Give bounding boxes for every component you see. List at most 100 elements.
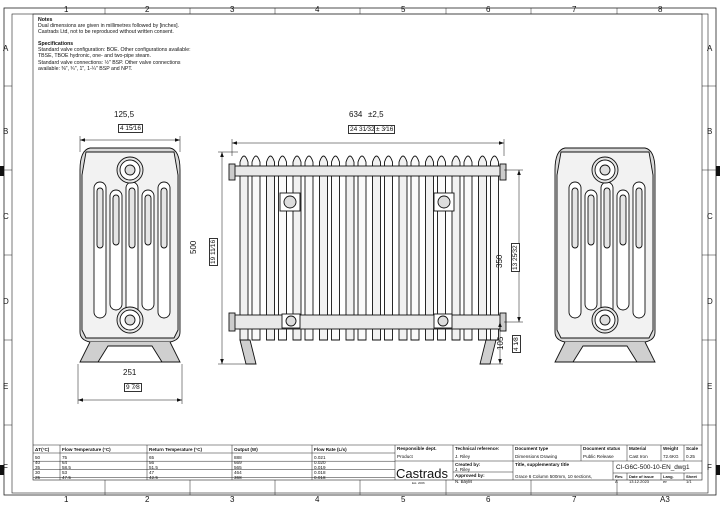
front-section-column [398, 155, 408, 341]
front-section-column [451, 155, 461, 341]
flow-table-cell: 35 [35, 465, 41, 470]
responsible-value: Product [397, 454, 413, 459]
scale-label: Scale [686, 446, 699, 451]
paper-size: A3 [660, 495, 670, 504]
dim-length-in: 24 31⁄32 [348, 125, 377, 134]
flow-table-cell: 565 [234, 465, 242, 470]
flow-table-header: Flow Rate (L/s) [314, 446, 347, 452]
weight-value: 72.6KG [663, 454, 679, 459]
front-section-column [357, 155, 367, 341]
grid-column-label: 7 [572, 5, 577, 14]
notes-heading: Notes [38, 17, 53, 23]
rev-label: Rev. [615, 474, 624, 479]
front-section-column [425, 155, 434, 341]
flow-table-cell: 0.021 [314, 454, 326, 460]
dim-side-depth-in: 4 15⁄16 [118, 124, 143, 133]
dim-floor-in: 4 1⁄8 [512, 335, 521, 353]
front-section-column [490, 155, 499, 341]
column-highlight [619, 194, 627, 246]
castrads-logo: Castrads [396, 466, 449, 481]
responsible-label: Responsible dept. [397, 446, 437, 451]
flow-table-cell: 0.019 [314, 465, 326, 470]
grid-column-label: 1 [64, 5, 69, 14]
grid-row-label: A [3, 44, 9, 53]
flow-table-header: ΔT(°C) [35, 446, 50, 452]
dimension-arrows [78, 138, 521, 402]
flow-table-cell: 50 [35, 454, 41, 460]
centre-mark-left [0, 166, 4, 176]
front-section-column [292, 155, 302, 341]
scale-value: 0.25 [686, 454, 695, 459]
grid-column-label: 7 [572, 495, 577, 504]
doc-status-value: Public Release [583, 454, 614, 459]
front-section-column [372, 155, 381, 341]
flow-table-cell: 669 [234, 459, 242, 465]
dim-foot-width-in: 9 7⁄8 [124, 383, 142, 392]
title-value: Grace 6 Column 500mm, 10 sections, [515, 474, 593, 479]
lang-label: Lang. [663, 474, 674, 479]
flow-table-header: Output (W) [234, 446, 258, 452]
flow-table-cell: 0.018 [314, 470, 326, 476]
front-section-column [239, 155, 249, 341]
flow-table-cell: 30 [35, 470, 41, 476]
dim-centres-in: 13 25⁄32 [511, 243, 520, 272]
column-highlight [635, 187, 643, 249]
drawing-number: CI-G6C-500-10-EN_dwg1 [616, 464, 690, 471]
weight-label: Weight [663, 446, 679, 451]
grid-row-label: A [707, 44, 713, 53]
grid-column-label: 6 [486, 495, 491, 504]
left-side-view [79, 147, 181, 363]
column-highlight [160, 187, 168, 249]
front-section-column [345, 155, 355, 341]
grid-row-label: F [707, 463, 712, 472]
doc-type-value: Dimensions Drawing [515, 454, 558, 459]
grid-column-label: 3 [230, 5, 235, 14]
flow-table-cell: 51.5 [149, 465, 158, 470]
flow-table-cell: 40 [35, 459, 41, 465]
date-label: Date of issue [629, 474, 654, 479]
material-value: Cast Iron [629, 454, 648, 459]
front-section-column [278, 155, 287, 341]
centre-mark-left-low [0, 465, 4, 475]
castrads-logo-sub: Est. 2006 [412, 481, 425, 485]
notes-block: Notes Dual dimensions are given in milli… [38, 17, 191, 72]
column-highlight [571, 187, 579, 249]
column-highlight [128, 187, 136, 249]
grid-column-label: 5 [401, 5, 406, 14]
flow-table-cell: 64 [62, 459, 68, 465]
grid-row-label: E [707, 382, 713, 391]
notes-line: Castrads Ltd, not to be reproduced witho… [38, 29, 174, 36]
flow-table-cell: 75 [62, 454, 68, 460]
flow-table-cell: 47 [149, 470, 155, 476]
approved-label: Approved by: [455, 473, 485, 478]
created-label: Created by: [455, 462, 481, 467]
grid-column-label: 4 [315, 495, 320, 504]
flow-table-cell: 56 [149, 459, 155, 465]
centre-mark-right-low [716, 465, 720, 475]
grid-row-label: C [3, 212, 9, 221]
spec-line: TBSE, TBOE hydronic, one- and two-pipe s… [38, 53, 151, 60]
column-highlight [112, 194, 120, 246]
dim-length-tol-mm: ±2,5 [368, 110, 384, 119]
doc-status-label: Document status [583, 446, 621, 451]
grid-column-label: 8 [658, 5, 663, 14]
flow-table-cell: 42.5 [149, 475, 158, 481]
grid-row-label: C [707, 212, 713, 221]
spec-line: available: ⅜", ¾", 1", 1-¼" BSP and NPT. [38, 65, 133, 72]
flow-table-cell: 0.020 [314, 459, 326, 465]
grid-column-label: 6 [486, 5, 491, 14]
front-section-column [319, 155, 328, 341]
rev-value: A [615, 479, 618, 484]
grid-column-label: 4 [315, 5, 320, 14]
drawing-border [32, 13, 703, 481]
title-block-grid [33, 444, 702, 480]
front-view [228, 155, 507, 365]
front-section-column [410, 155, 420, 341]
column-highlight [587, 194, 595, 246]
grid-row-label: B [3, 127, 9, 136]
dim-side-depth-mm: 125,5 [114, 110, 135, 119]
notes-line: Dual dimensions are given in millimetres… [38, 23, 179, 30]
grid-row-label: D [3, 297, 9, 306]
dim-height-in: 19 11⁄16 [209, 237, 218, 266]
front-section-column [251, 155, 261, 341]
